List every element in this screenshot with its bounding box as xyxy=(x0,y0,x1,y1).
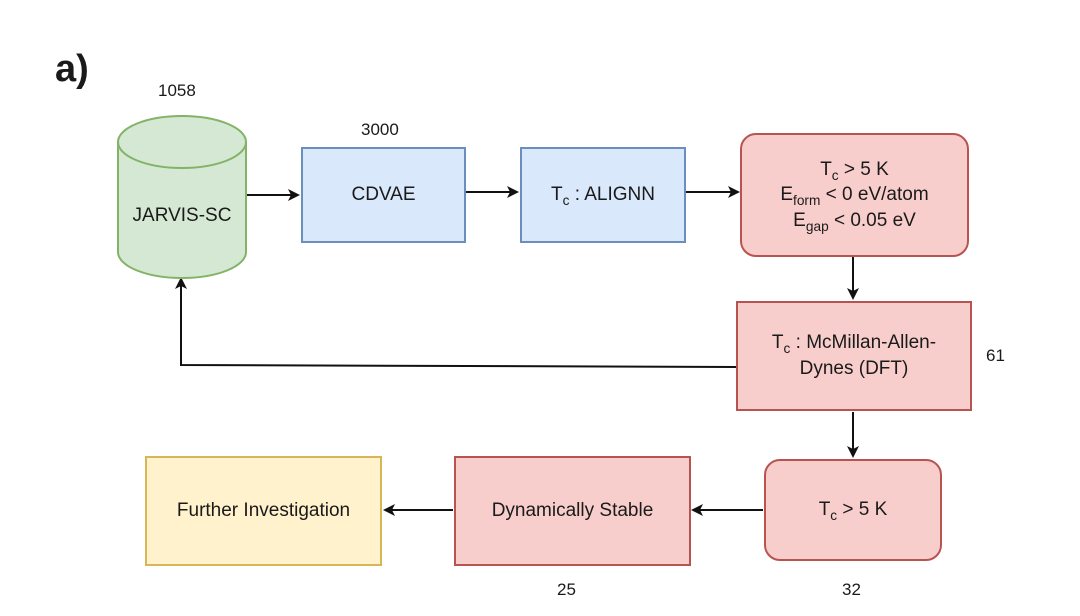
filter-eform-line: Eform < 0 eV/atom xyxy=(780,184,929,208)
cdvae-count: 3000 xyxy=(361,120,399,139)
alignn-box: Tc : ALIGNN xyxy=(520,147,686,243)
filter-criteria-box: Tc > 5 K Eform < 0 eV/atom Egap < 0.05 e… xyxy=(740,133,969,257)
jarvis-label: JARVIS-SC xyxy=(132,205,232,226)
cdvae-box: CDVAE xyxy=(301,147,466,243)
mcmillan-count: 61 xyxy=(986,346,1005,365)
dynamically-stable-box: Dynamically Stable xyxy=(454,456,691,566)
further-investigation-label: Further Investigation xyxy=(176,500,351,522)
alignn-label: Tc : ALIGNN xyxy=(551,184,655,208)
jarvis-count: 1058 xyxy=(158,81,196,100)
filter-tc-line: Tc > 5 K xyxy=(820,158,889,183)
tc-threshold-count: 32 xyxy=(842,580,861,599)
cdvae-label: CDVAE xyxy=(351,184,416,206)
mcmillan-line1: Tc : McMillan-Allen- xyxy=(771,332,937,357)
further-investigation-box: Further Investigation xyxy=(145,456,382,566)
mcmillan-line2: Dynes (DFT) xyxy=(799,358,909,379)
mcmillan-box: Tc : McMillan-Allen- Dynes (DFT) xyxy=(736,301,972,411)
jarvis-database-cylinder xyxy=(117,115,247,279)
tc-threshold-label: Tc > 5 K xyxy=(818,499,888,523)
dynamically-stable-count: 25 xyxy=(557,580,576,599)
edge-mcmillan-jarvis xyxy=(175,277,737,368)
dynamically-stable-label: Dynamically Stable xyxy=(491,500,654,522)
tc-threshold-box: Tc > 5 K xyxy=(764,459,942,561)
panel-label: a) xyxy=(55,48,89,90)
filter-egap-line: Egap < 0.05 eV xyxy=(793,209,916,234)
